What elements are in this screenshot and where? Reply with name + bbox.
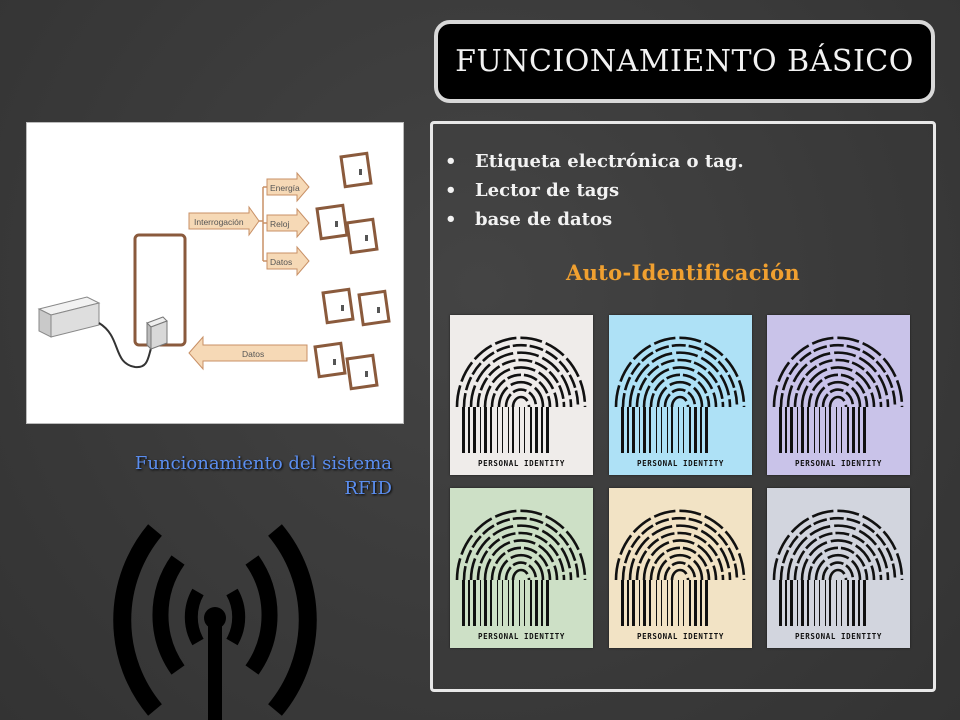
fingerprint-caption: PERSONAL IDENTITY [478, 459, 565, 468]
interrogation-label: Interrogación [194, 217, 244, 227]
bullet-item: • Lector de tags [443, 177, 744, 206]
content-panel: • Etiqueta electrónica o tag. • Lector de … [430, 121, 936, 692]
bullet-dot-icon: • [445, 151, 457, 172]
bullet-text: Etiqueta electrónica o tag. [475, 151, 744, 172]
fingerprint-icon [767, 315, 910, 475]
fingerprint-icon [609, 488, 752, 648]
return-label: Datos [242, 349, 264, 359]
rfid-logo [100, 520, 330, 720]
reader-device [37, 296, 101, 338]
branch-arrow-reloj: Reloj [266, 207, 310, 239]
branch-arrow-datos: Datos [266, 245, 310, 277]
fingerprint-tile: PERSONAL IDENTITY [609, 488, 752, 648]
fingerprint-tile: PERSONAL IDENTITY [767, 488, 910, 648]
antenna-module [146, 316, 168, 351]
branch-bracket [259, 186, 267, 262]
bullet-text: Lector de tags [475, 180, 620, 201]
fingerprint-tile: PERSONAL IDENTITY [450, 315, 593, 475]
bullet-list: • Etiqueta electrónica o tag. • Lector de … [443, 148, 744, 235]
bullet-dot-icon: • [445, 180, 457, 201]
fingerprint-icon [767, 488, 910, 648]
fingerprint-icon [450, 488, 593, 648]
title-box: FUNCIONAMIENTO BÁSICO [434, 20, 935, 103]
return-arrow: Datos [188, 335, 308, 371]
rfid-diagram: Interrogación Energía Reloj Datos Datos [26, 122, 404, 424]
interrogation-arrow: Interrogación [188, 205, 260, 237]
bullet-dot-icon: • [445, 209, 457, 230]
branch-arrow-energia: Energía [266, 171, 310, 203]
fingerprint-tile: PERSONAL IDENTITY [767, 315, 910, 475]
fingerprint-caption: PERSONAL IDENTITY [795, 459, 882, 468]
fingerprint-tile: PERSONAL IDENTITY [609, 315, 752, 475]
fingerprint-icon [450, 315, 593, 475]
tag-chips [333, 169, 380, 377]
diagram-caption: Funcionamiento del sistema RFID [134, 453, 392, 499]
fingerprint-icon [609, 315, 752, 475]
fingerprint-caption: PERSONAL IDENTITY [637, 459, 724, 468]
bullet-item: • Etiqueta electrónica o tag. [443, 148, 744, 177]
bullet-item: • base de datos [443, 206, 744, 235]
fingerprint-caption: PERSONAL IDENTITY [637, 632, 724, 641]
fingerprint-caption: PERSONAL IDENTITY [795, 632, 882, 641]
branch-label-datos: Datos [270, 257, 292, 267]
tags-lower [313, 287, 391, 391]
auto-identification-heading: Auto-Identificación [566, 260, 800, 285]
fingerprint-caption: PERSONAL IDENTITY [478, 632, 565, 641]
bullet-text: base de datos [475, 209, 613, 230]
tags-upper [315, 151, 379, 255]
branch-label-reloj: Reloj [270, 219, 289, 229]
slide-title: FUNCIONAMIENTO BÁSICO [455, 44, 914, 79]
branch-label-energia: Energía [270, 183, 300, 193]
reader-cable [98, 322, 156, 369]
fingerprint-tile: PERSONAL IDENTITY [450, 488, 593, 648]
